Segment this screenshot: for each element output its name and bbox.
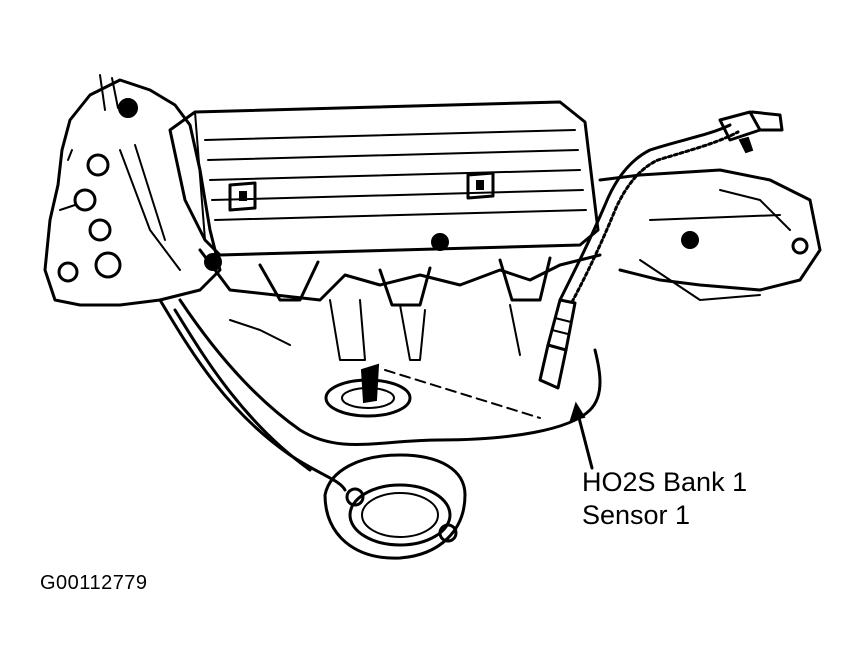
sensor-callout-label: HO2S Bank 1 Sensor 1: [582, 466, 747, 532]
exhaust-collector: [158, 298, 602, 492]
callout-leader: [569, 401, 594, 470]
figure-id: G00112779: [40, 572, 148, 594]
valve-cover: [168, 100, 600, 257]
manifold-runners: [198, 231, 809, 361]
outlet-flange: [323, 453, 467, 560]
callout-line-1: HO2S Bank 1: [582, 467, 748, 497]
cylinder-head: [43, 74, 222, 307]
right-outlet: [598, 168, 822, 301]
callout-line-2: Sensor 1: [582, 500, 691, 530]
oxygen-sensor: [538, 110, 784, 390]
